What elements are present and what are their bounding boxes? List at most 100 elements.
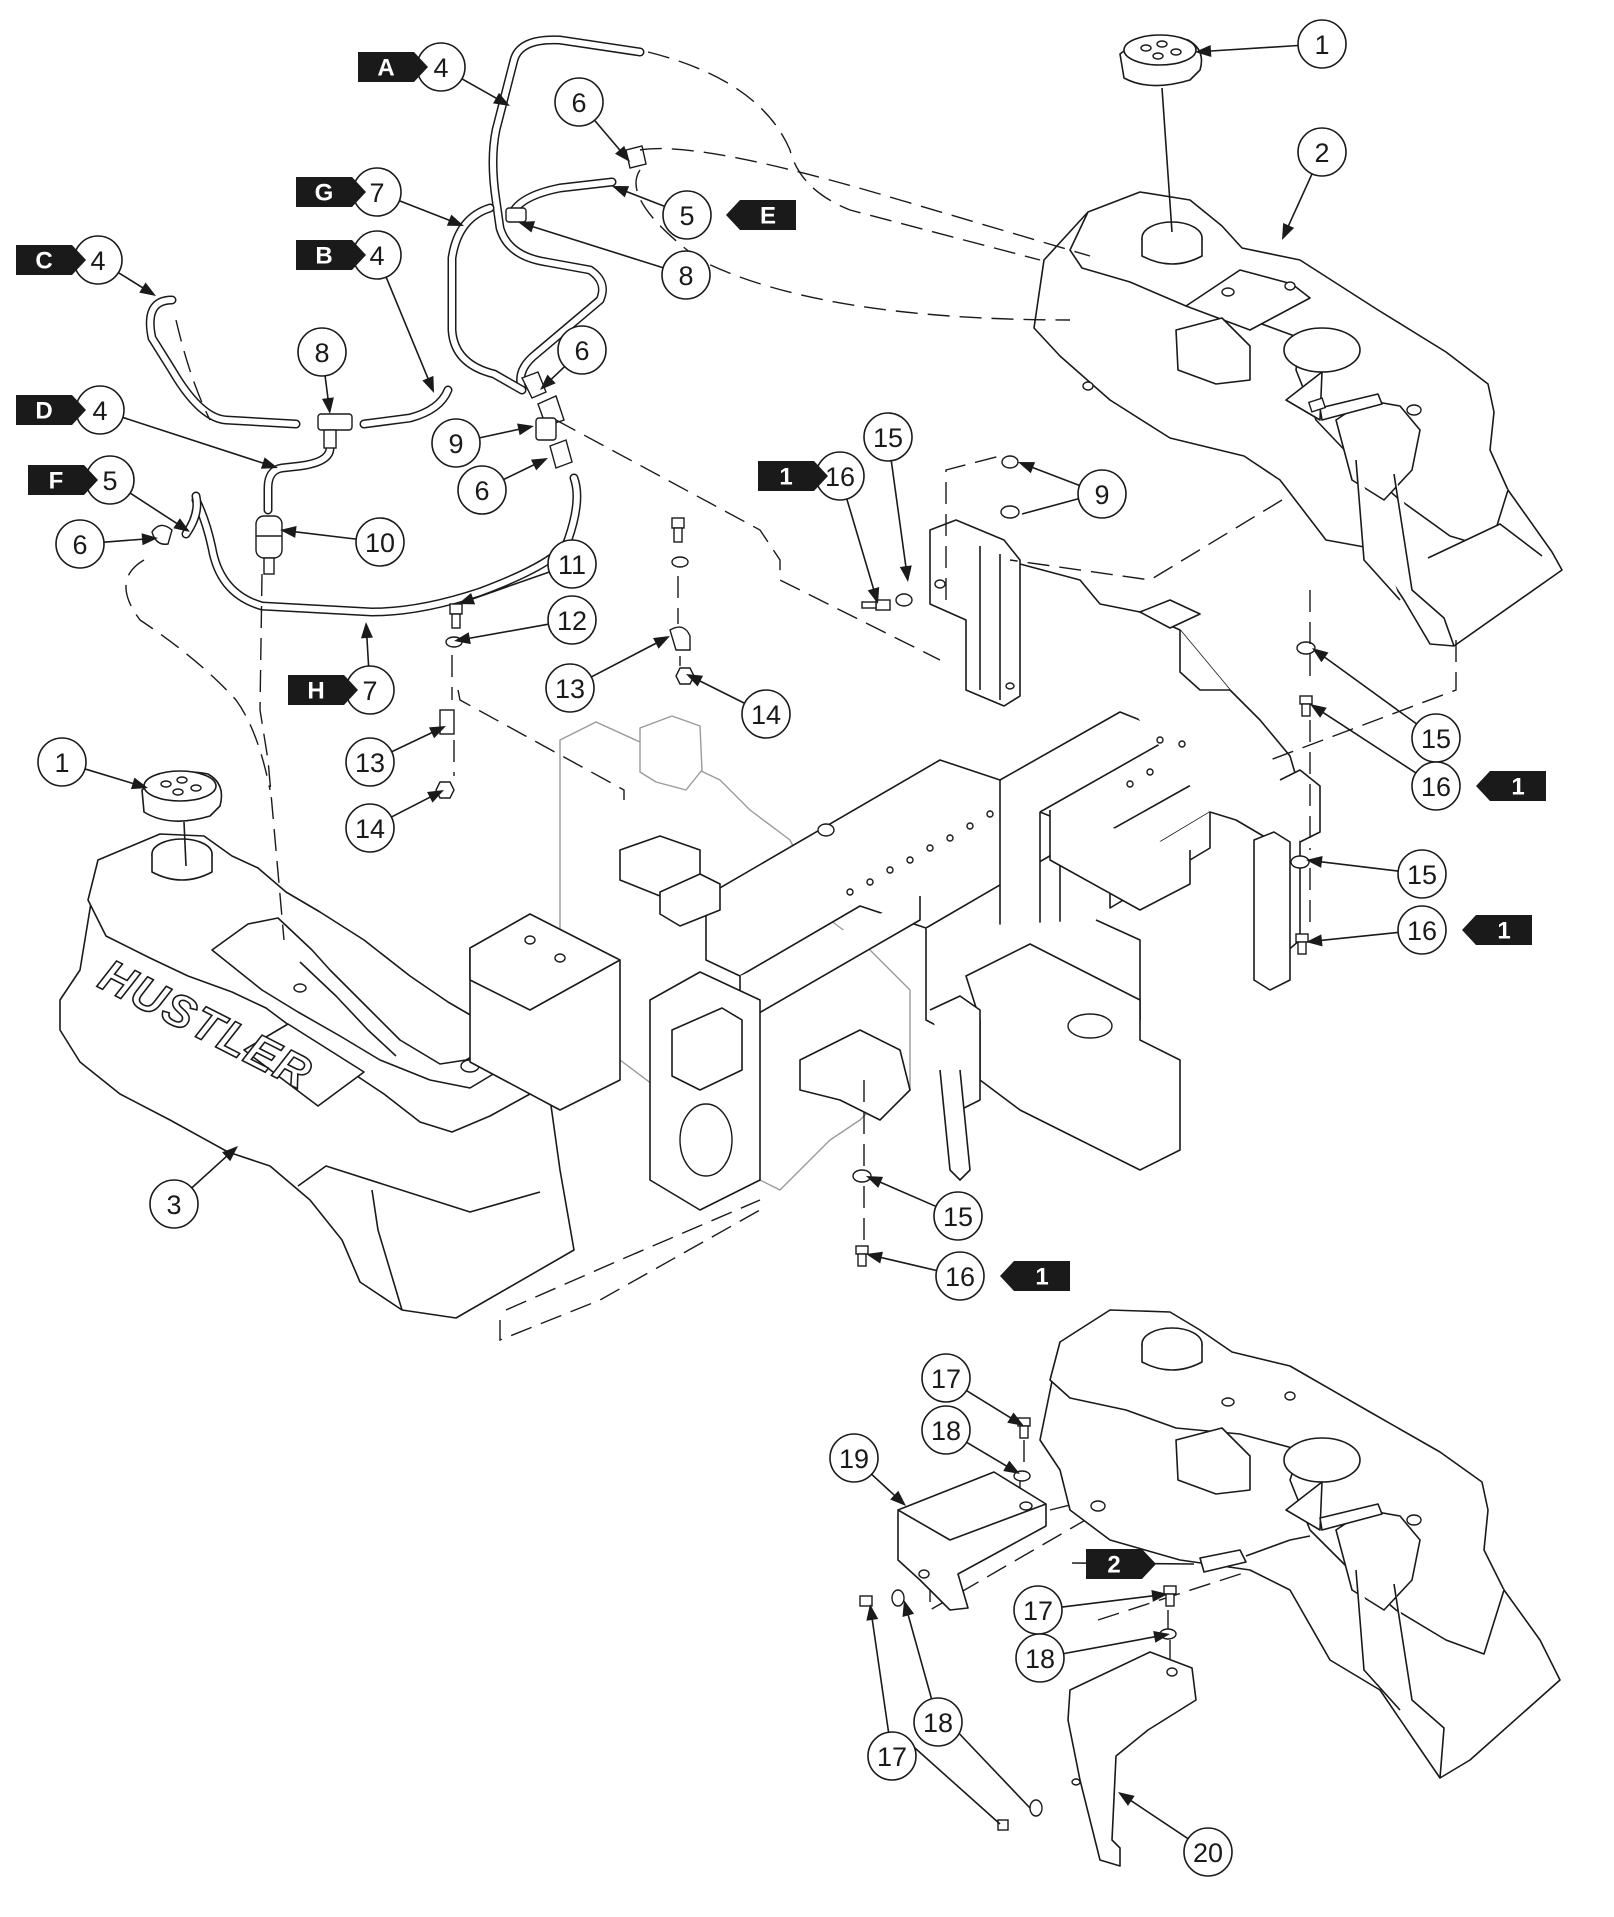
callout-c13a: 13 (545, 636, 670, 713)
callout-arrowhead (360, 622, 373, 639)
callout-c14b: 14 (345, 790, 444, 853)
callout-c16b: 16 (1310, 704, 1461, 811)
callout-circle (1183, 1827, 1233, 1877)
callout-number: 9 (1094, 480, 1109, 510)
callout-number: 5 (102, 466, 117, 496)
tag-tG: G (296, 177, 366, 207)
callout-arrowhead (1151, 1589, 1168, 1602)
callout-leader (905, 1609, 933, 1700)
callout-c5E: 5 (612, 186, 712, 240)
callout-arrowhead (322, 397, 334, 414)
callout-number: 5 (679, 201, 694, 231)
callout-circle (867, 1731, 917, 1781)
callout-number: 12 (557, 606, 587, 636)
callout-leader (1061, 1594, 1159, 1608)
tag-shape (1462, 915, 1532, 945)
callout-number: 8 (678, 261, 693, 291)
callout-c3: 3 (149, 1146, 238, 1229)
callout-c9a: 9 (431, 418, 534, 468)
tag-shape (758, 461, 828, 491)
callout-c18b: 18 (1015, 1631, 1170, 1683)
callout-circle (921, 1353, 971, 1403)
callout-number: 17 (931, 1364, 961, 1394)
callout-circle (554, 77, 604, 127)
callout-number: 13 (555, 674, 585, 704)
callout-leader (122, 416, 269, 466)
callout-arrowhead (653, 636, 670, 649)
callout-c17a: 17 (921, 1353, 1024, 1426)
callout-leader (966, 1441, 1012, 1470)
callout-c4C: 4 (73, 235, 156, 296)
tag-shape (16, 395, 86, 425)
callout-arrowhead (1312, 648, 1329, 663)
callout-number: 4 (90, 246, 105, 276)
callout-leader (1285, 173, 1313, 232)
callout-arrowhead (530, 458, 548, 471)
mower-frame (469, 519, 1321, 1211)
callout-circle (935, 1251, 985, 1301)
callout-circle (1411, 761, 1461, 811)
callout-leader (890, 460, 908, 573)
callout-leader (479, 427, 525, 439)
tag-tH: H (288, 675, 358, 705)
callout-leader (1027, 464, 1080, 487)
callout-number: 3 (166, 1190, 181, 1220)
callout-arrowhead (454, 632, 471, 645)
callout-number: 6 (72, 530, 87, 560)
callout-c1a: 1 (1195, 19, 1347, 69)
callout-leader (875, 1255, 937, 1272)
callout-c9b: 9 (1018, 462, 1127, 519)
callout-circle (1397, 905, 1447, 955)
tag-shape (288, 675, 358, 705)
tag-label: E (760, 203, 776, 230)
callout-c20: 20 (1118, 1792, 1233, 1877)
callout-c16a: 16 (815, 451, 880, 604)
callout-c8a: 8 (518, 221, 711, 300)
tag-label: 1 (1035, 1264, 1048, 1291)
callout-leader (391, 729, 438, 753)
callout-c1b: 1 (37, 737, 148, 790)
callout-circle (547, 595, 597, 645)
callout-number: 8 (314, 338, 329, 368)
callout-number: 18 (1025, 1644, 1055, 1674)
callout-arrowhead (615, 145, 630, 162)
callout-number: 14 (751, 700, 781, 730)
callout-leader (191, 1152, 232, 1189)
callout-leader (461, 78, 502, 102)
tag-shape (296, 177, 366, 207)
callout-number: 10 (365, 528, 395, 558)
callout-c15a: 15 (863, 412, 913, 582)
callout-arrowhead (866, 1176, 884, 1188)
callout-circle (933, 1191, 983, 1241)
callout-arrowhead (427, 790, 444, 803)
callout-leader (1063, 1635, 1161, 1655)
callout-leader (1125, 1796, 1189, 1840)
callout-leader (503, 461, 540, 481)
tag-label: 1 (1511, 774, 1524, 801)
callout-leader (871, 1473, 900, 1500)
callout-c19: 19 (829, 1433, 906, 1506)
callout-circle (547, 539, 597, 589)
callout-number: 6 (574, 336, 589, 366)
callout-c4D: 4 (75, 385, 278, 469)
callout-arrowhead (280, 525, 297, 538)
callout-leader (399, 199, 455, 224)
callout-c7H: 7 (345, 622, 395, 715)
callout-leader (593, 119, 625, 155)
callout-number: 9 (448, 429, 463, 459)
tag-tA: A (358, 52, 428, 82)
callout-circle (1077, 469, 1127, 519)
callout-leader (874, 1179, 937, 1208)
tag-shape (1476, 771, 1546, 801)
tag-label: A (377, 55, 394, 82)
tag-shape (726, 200, 796, 230)
tag-tF: F (28, 465, 98, 495)
callout-number: 13 (355, 748, 385, 778)
callout-number: 20 (1193, 1838, 1223, 1868)
callout-arrowhead (517, 423, 534, 436)
callout-number: 6 (474, 476, 489, 506)
callout-leader (463, 623, 549, 641)
